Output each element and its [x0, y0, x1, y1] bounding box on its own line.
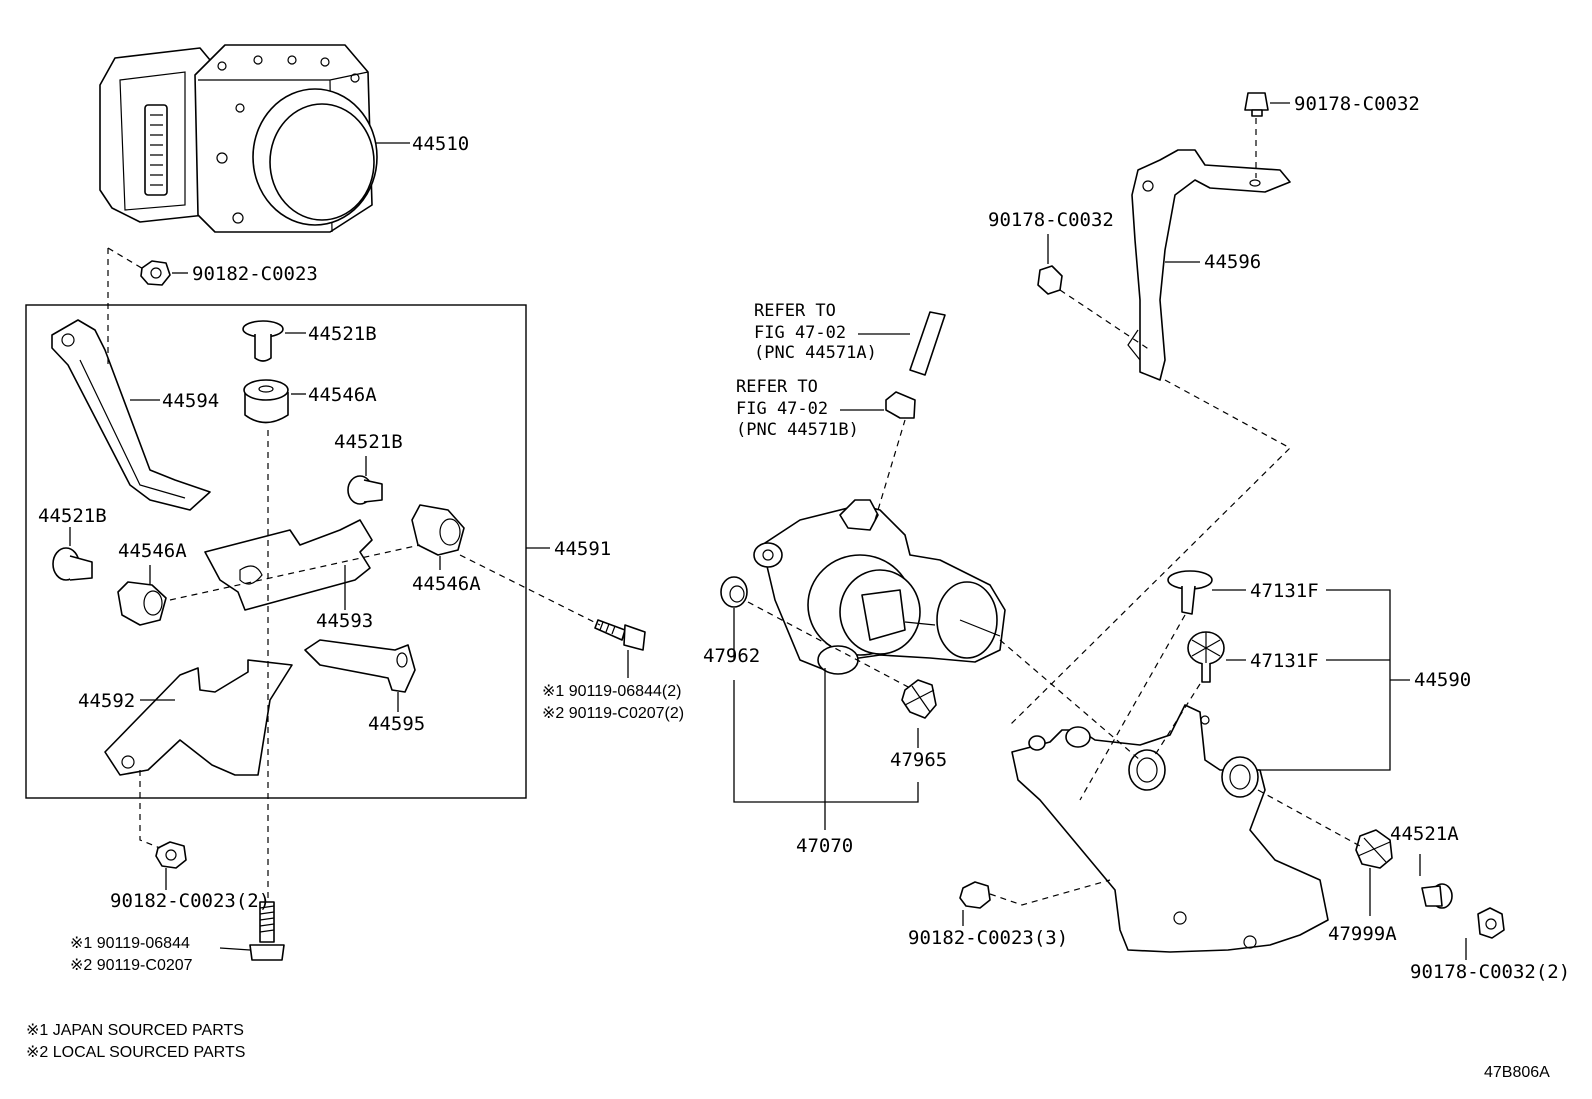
pin-44521b-top — [242, 320, 284, 362]
label-44546a-2: 44546A — [118, 540, 187, 562]
label-47999a: 47999A — [1328, 923, 1397, 945]
label-44591: 44591 — [554, 538, 611, 560]
bolt-90119-mid — [594, 619, 646, 651]
clip-44571b — [885, 391, 916, 419]
note-local-sourced: ※2 LOCAL SOURCED PARTS — [26, 1044, 245, 1061]
label-44546a-3: 44546A — [412, 573, 481, 595]
refer-1-line-2: FIG 47-02 — [754, 323, 846, 343]
grommet-47131f-lower — [1187, 631, 1225, 683]
label-44593: 44593 — [316, 610, 373, 632]
label-90182-2: 90182-C0023(2) — [110, 890, 270, 912]
refer-2-line-2: FIG 47-02 — [736, 399, 828, 419]
bracket-44593 — [204, 519, 373, 611]
label-bolt-lower-1: ※1 90119-06844 — [70, 935, 190, 952]
nut-90178-lower — [1477, 907, 1505, 939]
kit-box-44591 — [25, 304, 527, 799]
nut-90178-mid — [1037, 265, 1063, 295]
label-90178-2: 90178-C0032(2) — [1410, 961, 1570, 983]
nut-90182-3 — [959, 881, 991, 909]
label-90182-top: 90182-C0023 — [192, 263, 318, 285]
grommet-47131f-top — [1167, 570, 1213, 615]
bracket-44596 — [1127, 149, 1291, 381]
pump-motor-47070 — [753, 499, 1006, 675]
bushing-44546a-right — [411, 504, 465, 556]
bracket-44594 — [51, 319, 211, 511]
label-bolt-mid-1: ※1 90119-06844(2) — [542, 683, 681, 700]
part-labels: 44510 90182-C0023 44521B 44546A 44594 44… — [38, 93, 1570, 983]
bolt-90119-lower — [249, 901, 285, 961]
assembly-lines — [107, 118, 1361, 906]
ring-47962 — [720, 576, 748, 608]
label-90178-top: 90178-C0032 — [1294, 93, 1420, 115]
label-44521b-3: 44521B — [38, 505, 107, 527]
bushing-44546a-left — [117, 581, 167, 626]
label-47131f-1: 47131F — [1250, 580, 1319, 602]
leader-lines — [69, 102, 1467, 960]
refer-2-line-3: (PNC 44571B) — [736, 420, 859, 440]
bracket-44595 — [304, 639, 416, 693]
label-47965: 47965 — [890, 749, 947, 771]
refer-1-line-3: (PNC 44571A) — [754, 343, 877, 363]
label-44521b-1: 44521B — [308, 323, 377, 345]
bolt-90178-top — [1244, 92, 1269, 117]
bracket-44590 — [1011, 704, 1329, 953]
label-90178-mid: 90178-C0032 — [988, 209, 1114, 231]
label-47131f-2: 47131F — [1250, 650, 1319, 672]
damper-47965 — [901, 679, 937, 719]
label-90182-3: 90182-C0023(3) — [908, 927, 1068, 949]
nut-90182-top — [140, 260, 171, 286]
label-44521b-2: 44521B — [334, 431, 403, 453]
label-44592: 44592 — [78, 690, 135, 712]
pin-44521b-mid — [347, 475, 383, 505]
bracket-44592 — [104, 659, 293, 776]
nut-90182-lower — [155, 841, 187, 869]
diagram-code: 47B806A — [1484, 1064, 1550, 1081]
hose-44571a — [909, 311, 946, 376]
label-44521a: 44521A — [1390, 823, 1459, 845]
damper-47999a — [1355, 829, 1393, 869]
pin-44521a — [1421, 883, 1453, 909]
pin-44521b-left — [52, 547, 93, 581]
label-44596: 44596 — [1204, 251, 1261, 273]
label-47070: 47070 — [796, 835, 853, 857]
note-japan-sourced: ※1 JAPAN SOURCED PARTS — [26, 1022, 244, 1039]
label-47962: 47962 — [703, 645, 760, 667]
bushing-44546a-top — [243, 379, 289, 424]
abs-actuator-44510 — [99, 44, 378, 233]
refer-2-line-1: REFER TO — [736, 377, 818, 397]
label-bolt-mid-2: ※2 90119-C0207(2) — [542, 705, 684, 722]
refer-1-line-1: REFER TO — [754, 301, 836, 321]
label-44595: 44595 — [368, 713, 425, 735]
label-44590: 44590 — [1414, 669, 1471, 691]
label-bolt-lower-2: ※2 90119-C0207 — [70, 957, 193, 974]
label-44546a-1: 44546A — [308, 384, 377, 406]
label-44594: 44594 — [162, 390, 219, 412]
label-44510: 44510 — [412, 133, 469, 155]
